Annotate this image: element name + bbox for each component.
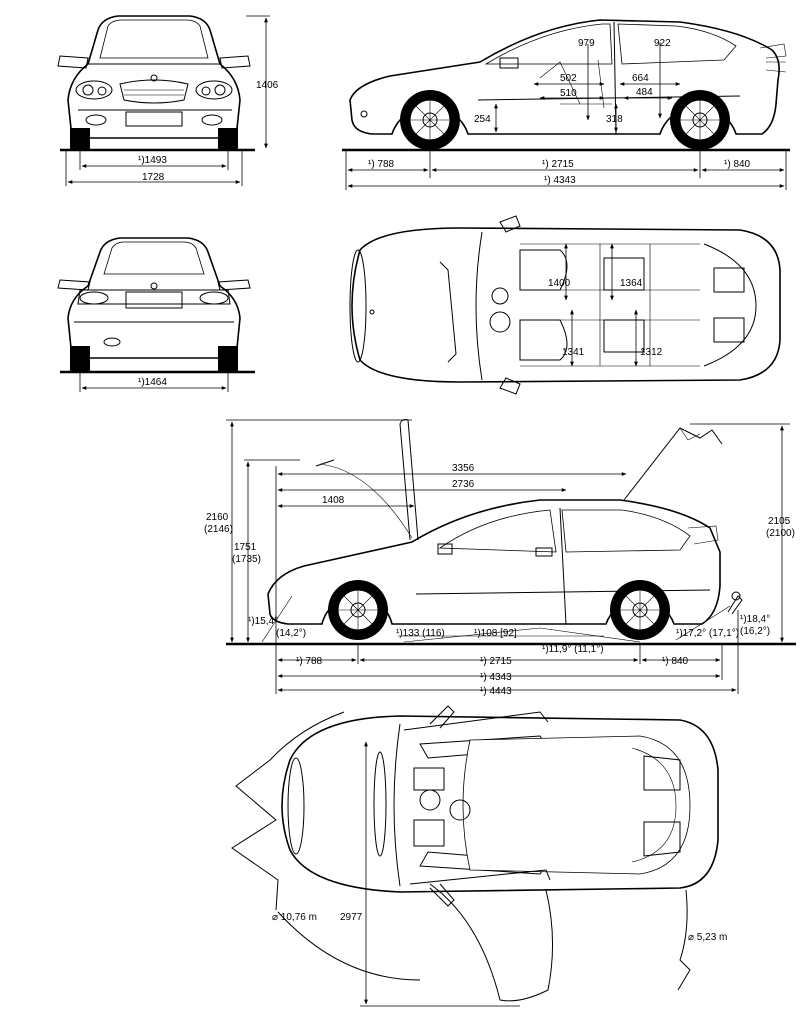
trunk-open-height: 2105	[768, 516, 791, 527]
approach-angle-alt: (14,2°)	[276, 628, 306, 639]
open-rear-overhang: ¹) 840	[662, 656, 689, 667]
side-front-overhang: ¹) 788	[368, 159, 395, 170]
ramp-angle: ¹)11,9° (11,1°)	[542, 644, 604, 655]
side-view: 979 922 502 510 664 484 254 318 ¹) 788 ¹…	[342, 19, 790, 190]
open-length: ¹) 4343	[480, 672, 512, 683]
roof-height-alt: (1735)	[232, 554, 261, 565]
open-hood-side-view: 2160 (2146) 1751 (1735) 2105 (2100) 3356…	[204, 419, 796, 697]
side-rear-seat-depth: 484	[636, 87, 653, 98]
approach-angle: ¹)15,4°	[248, 616, 278, 627]
door-open-width: 2977	[340, 912, 363, 923]
side-rear-legroom: 664	[632, 73, 649, 84]
departure-angle-a: ¹)17,2° (17,1°)	[676, 628, 739, 639]
side-sill-height: 254	[474, 114, 491, 125]
turning-circle: ⌀ 10,76 m	[272, 912, 317, 923]
side-rear-overhang: ¹) 840	[724, 159, 751, 170]
top-rear-elbow: 1312	[640, 347, 663, 358]
roof-height: 1751	[234, 542, 257, 553]
trunk-open-height-alt: (2100)	[766, 528, 795, 539]
front-view: 1406 ¹)1493 1728	[57, 15, 279, 186]
rear-view: ¹)1464	[57, 237, 255, 392]
top-front-shoulder: 1400	[548, 278, 571, 289]
ground-clearance-front: ¹)133 (116)	[396, 628, 445, 639]
top-interior-view: 1400 1364 1341 1312	[349, 215, 781, 395]
side-wheelbase: ¹) 2715	[542, 159, 574, 170]
side-cushion-height: 318	[606, 114, 623, 125]
hood-arc-reach: 3356	[452, 463, 475, 474]
front-width-label: 1728	[142, 172, 165, 183]
hood-hinge-span: 2736	[452, 479, 475, 490]
side-rear-seat-height: 922	[654, 38, 671, 49]
side-front-legroom: 502	[560, 73, 577, 84]
side-front-seat-height: 979	[578, 38, 595, 49]
side-front-seat-depth: 510	[560, 88, 577, 99]
side-overall-length: ¹) 4343	[544, 175, 576, 186]
hood-open-height: 2160	[206, 512, 229, 523]
open-front-overhang: ¹) 788	[296, 656, 323, 667]
top-turning-view: 2977 ⌀ 10,76 m ⌀ 5,23 m	[231, 705, 727, 1007]
inner-circle: ⌀ 5,23 m	[688, 932, 727, 943]
departure-angle-b-alt: (16,2°)	[740, 626, 770, 637]
departure-angle-b: ¹)18,4°	[740, 614, 770, 625]
open-wheelbase: ¹) 2715	[480, 656, 512, 667]
front-height-label: 1406	[256, 80, 279, 91]
open-length-with-hitch: ¹) 4443	[480, 686, 512, 697]
ground-clearance-mid: ¹)108 [92]	[474, 628, 517, 639]
hood-length: 1408	[322, 495, 345, 506]
rear-track-label: ¹)1464	[138, 377, 167, 388]
top-front-elbow: 1341	[562, 347, 585, 358]
hood-open-height-alt: (2146)	[204, 524, 233, 535]
top-rear-shoulder: 1364	[620, 278, 643, 289]
front-track-label: ¹)1493	[138, 155, 167, 166]
